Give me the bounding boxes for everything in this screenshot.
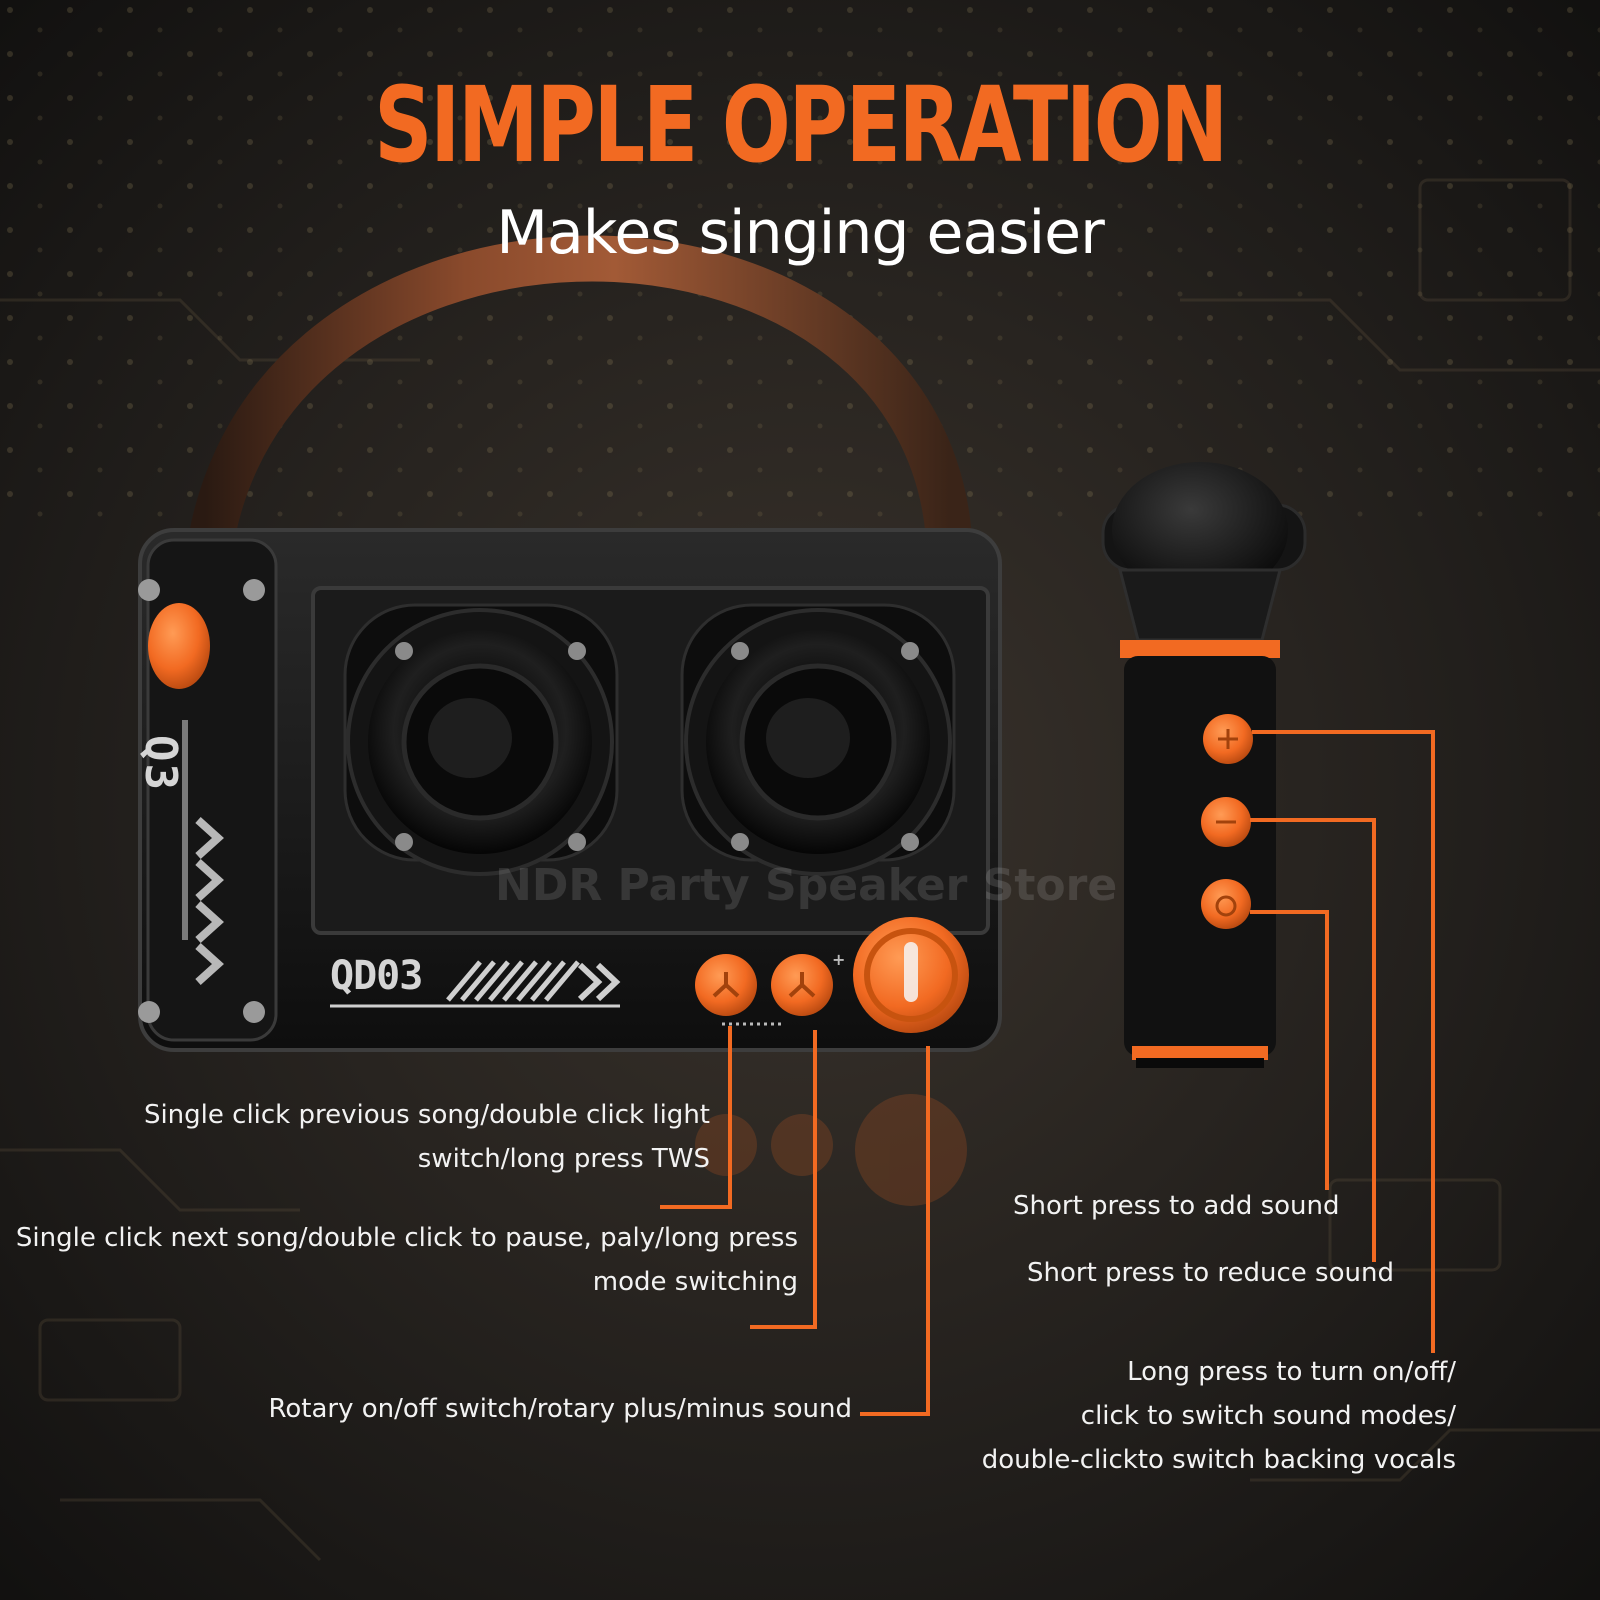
circuit-board-texture bbox=[0, 178, 1600, 1562]
side-chevrons bbox=[195, 817, 224, 985]
page-subtitle: Makes singing easier bbox=[496, 198, 1104, 268]
page-title: SIMPLE OPERATION bbox=[374, 64, 1228, 186]
front-model-label: QD03 bbox=[330, 953, 423, 999]
callout-next-song: Single click next song/double click to p… bbox=[15, 1223, 798, 1297]
callout-previous-song: Single click previous song/double click … bbox=[143, 1100, 710, 1174]
carry-strap bbox=[182, 235, 973, 633]
callout-lines bbox=[660, 730, 1435, 1416]
reflection bbox=[695, 1094, 967, 1206]
wireless-microphone bbox=[1101, 462, 1307, 1068]
side-model-label: Q3 bbox=[135, 735, 186, 792]
callout-rotary-switch: Rotary on/off switch/rotary plus/minus s… bbox=[268, 1394, 852, 1424]
store-watermark: NDR Party Speaker Store bbox=[495, 860, 1118, 911]
callout-reduce-sound: Short press to reduce sound bbox=[1027, 1258, 1394, 1288]
svg-text:+: + bbox=[832, 950, 845, 969]
mic-power-button bbox=[1201, 879, 1251, 929]
right-driver bbox=[680, 603, 956, 876]
left-driver bbox=[343, 603, 619, 876]
side-knob bbox=[148, 603, 210, 689]
front-label-stripes bbox=[446, 960, 580, 1002]
callout-power-modes: Long press to turn on/off/ click to swit… bbox=[981, 1357, 1456, 1475]
callout-add-sound: Short press to add sound bbox=[1013, 1191, 1340, 1221]
